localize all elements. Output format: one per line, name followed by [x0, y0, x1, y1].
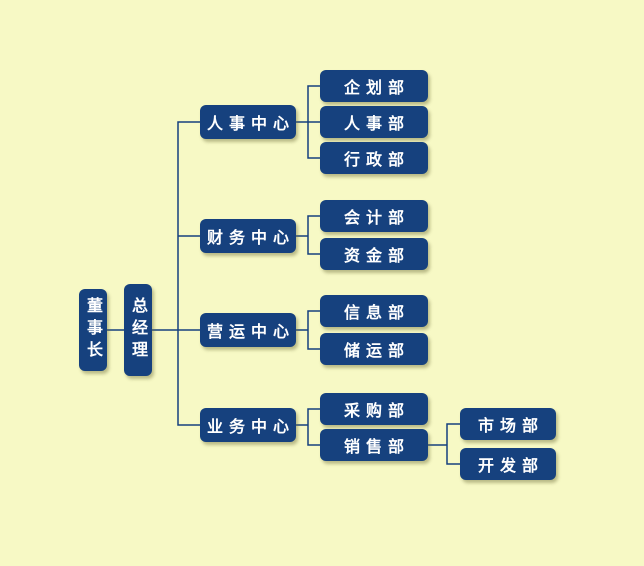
- node-general-manager: 总经理: [124, 284, 152, 376]
- node-dept-accounting: 会计部: [320, 200, 428, 232]
- node-dept-information: 信息部: [320, 295, 428, 327]
- node-dept-funds: 资金部: [320, 238, 428, 270]
- node-dept-admin: 行政部: [320, 142, 428, 174]
- node-center-operations: 营运中心: [200, 313, 296, 347]
- node-dept-planning: 企划部: [320, 70, 428, 102]
- node-center-business: 业务中心: [200, 408, 296, 442]
- node-dept-logistics: 储运部: [320, 333, 428, 365]
- node-dept-hr: 人事部: [320, 106, 428, 138]
- node-center-finance: 财务中心: [200, 219, 296, 253]
- node-chairman: 董事长: [79, 289, 107, 371]
- node-center-hr: 人事中心: [200, 105, 296, 139]
- node-dept-development: 开发部: [460, 448, 556, 480]
- node-dept-sales: 销售部: [320, 429, 428, 461]
- node-dept-marketing: 市场部: [460, 408, 556, 440]
- node-dept-purchasing: 采购部: [320, 393, 428, 425]
